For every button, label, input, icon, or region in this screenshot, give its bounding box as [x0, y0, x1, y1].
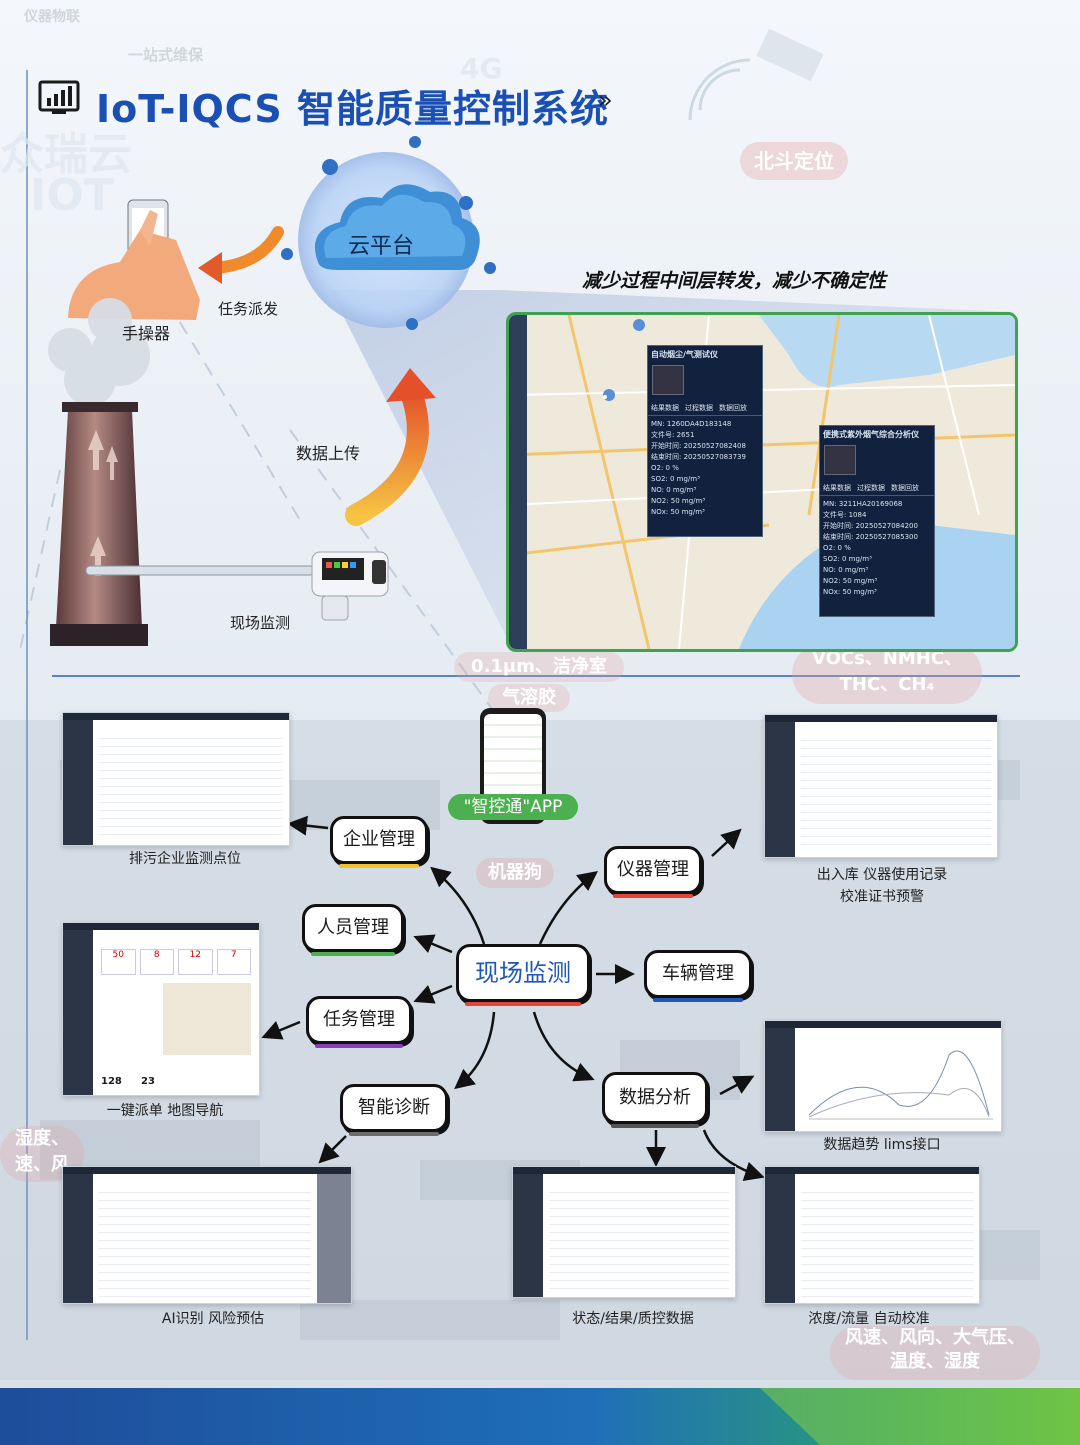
popup-title: 自动烟尘/气测试仪	[651, 350, 718, 359]
node-label: 人员管理	[317, 917, 389, 938]
trend-chart	[808, 1050, 993, 1120]
node-label: 仪器管理	[617, 859, 689, 880]
caption-task: 一键派单 地图导航	[106, 1103, 224, 1119]
bg-weather: 风速、风向、大气压、温度、湿度	[830, 1326, 1040, 1380]
node-label: 智能诊断	[358, 1097, 430, 1118]
device-thumb	[824, 445, 856, 475]
task-stat: 23	[141, 1076, 155, 1087]
popup-line: NOx: 50 mg/m³	[823, 588, 877, 596]
map-popup-2: 便携式紫外烟气综合分析仪 结果数据 过程数据 数据回放 MN: 3211HA20…	[819, 425, 935, 617]
task-map	[163, 983, 251, 1055]
popup-title: 便携式紫外烟气综合分析仪	[823, 430, 919, 439]
popup-tab[interactable]: 数据回放	[719, 404, 747, 412]
bg-brand: 众瑞云	[0, 129, 132, 180]
device-thumb	[652, 365, 684, 395]
handset-label: 手操器	[122, 324, 171, 343]
bg-weather-line2: 温度、湿度	[890, 1351, 980, 1372]
node-label: 任务管理	[323, 1009, 395, 1030]
enterprise-screenshot	[62, 712, 290, 846]
popup-tab[interactable]: 过程数据	[857, 484, 885, 492]
task-screenshot: 50 8 12 7 128 23	[62, 922, 260, 1096]
popup-tab[interactable]: 结果数据	[651, 404, 679, 412]
popup-line: SO2: 0 mg/m³	[823, 555, 872, 563]
task-stat: 50	[101, 949, 136, 975]
bg-voc: VOCs、NMHC、 THC、CH₄	[792, 644, 982, 704]
caption-ai: AI识别 风险预估	[161, 1311, 265, 1327]
node-task[interactable]: 任务管理	[306, 996, 412, 1048]
caption-trend: 数据趋势 lims接口	[823, 1137, 941, 1153]
popup-line: MN: 3211HA20169068	[823, 500, 903, 508]
caption-enterprise: 排污企业监测点位	[129, 851, 241, 867]
map-popup-1: 自动烟尘/气测试仪 结果数据 过程数据 数据回放 MN: 1260DA4D183…	[647, 345, 763, 537]
bg-4g: 4G	[460, 52, 503, 85]
node-enterprise[interactable]: 企业管理	[330, 816, 428, 868]
caption-status: 状态/结果/质控数据	[572, 1311, 694, 1327]
status-screenshot	[512, 1166, 736, 1298]
caption-instrument-2: 校准证书预警	[840, 889, 924, 905]
bg-humid-line1: 湿度、	[15, 1128, 69, 1149]
popup-line: NOx: 50 mg/m³	[651, 508, 705, 516]
popup-line: 结束时间: 20250527085300	[823, 533, 918, 541]
popup-line: NO2: 50 mg/m³	[823, 577, 878, 585]
bg-robot: 机器狗	[476, 858, 554, 888]
caption-instrument-1: 出入库 仪器使用记录	[816, 867, 948, 883]
popup-line: O2: 0 %	[651, 464, 679, 472]
center-node[interactable]: 现场监测	[456, 944, 590, 1006]
bg-iot: IOT	[30, 170, 114, 221]
popup-line: 结束时间: 20250527083739	[651, 453, 746, 461]
bg-voc-line1: VOCs、NMHC、	[811, 648, 963, 669]
node-analysis[interactable]: 数据分析	[602, 1072, 708, 1128]
task-dispatch-label: 任务派发	[218, 300, 279, 318]
chevron-right-icon: »	[598, 86, 613, 114]
map-screenshot: 自动烟尘/气测试仪 结果数据 过程数据 数据回放 MN: 1260DA4D183…	[506, 312, 1018, 652]
app-label: "智控通"APP	[448, 794, 578, 820]
ai-screenshot	[62, 1166, 352, 1304]
trend-screenshot	[764, 1020, 1002, 1132]
popup-tab[interactable]: 结果数据	[823, 484, 851, 492]
popup-line: NO2: 50 mg/m³	[651, 497, 706, 505]
node-label: 车辆管理	[662, 963, 734, 984]
node-personnel[interactable]: 人员管理	[302, 904, 404, 956]
node-instrument[interactable]: 仪器管理	[604, 846, 702, 898]
bg-beidou: 北斗定位	[740, 142, 848, 180]
task-stat: 8	[139, 949, 174, 975]
cloud-platform-label: 云平台	[348, 234, 415, 259]
caption-calib: 浓度/流量 自动校准	[808, 1311, 930, 1327]
node-label: 数据分析	[619, 1087, 691, 1108]
task-stat: 128	[101, 1076, 122, 1087]
popup-line: NO: 0 mg/m³	[823, 566, 869, 574]
node-diagnosis[interactable]: 智能诊断	[340, 1084, 448, 1136]
popup-line: MN: 1260DA4D183148	[651, 420, 732, 428]
task-stat: 12	[178, 949, 213, 975]
node-vehicle[interactable]: 车辆管理	[644, 950, 752, 1002]
instrument-screenshot	[764, 714, 998, 858]
bg-humid-line2: 速、风	[15, 1154, 69, 1175]
popup-line: 文件号: 1084	[823, 511, 867, 519]
bg-slogan: 一站式维保	[128, 46, 204, 64]
task-stat: 7	[216, 949, 251, 975]
node-label: 企业管理	[343, 829, 415, 850]
popup-tab[interactable]: 过程数据	[685, 404, 713, 412]
popup-tab[interactable]: 数据回放	[891, 484, 919, 492]
bg-voc-line2: THC、CH₄	[839, 674, 935, 695]
corner-text: 仪器物联	[24, 9, 80, 25]
popup-line: 文件号: 2651	[651, 431, 695, 439]
page-title: IoT-IQCS 智能质量控制系统	[96, 87, 609, 131]
popup-line: SO2: 0 mg/m³	[651, 475, 700, 483]
popup-line: 开始时间: 20250527082408	[651, 442, 746, 450]
data-upload-label: 数据上传	[296, 444, 361, 463]
bg-weather-line1: 风速、风向、大气压、	[845, 1327, 1025, 1348]
popup-line: NO: 0 mg/m³	[651, 486, 697, 494]
bg-particle: 0.1μm、洁净室	[454, 652, 624, 682]
center-node-label: 现场监测	[475, 959, 571, 987]
popup-line: O2: 0 %	[823, 544, 851, 552]
calib-screenshot	[764, 1166, 980, 1304]
site-monitor-label: 现场监测	[230, 614, 291, 632]
bg-aerosol: 气溶胶	[488, 684, 570, 712]
popup-line: 开始时间: 20250527084200	[823, 522, 918, 530]
tagline: 减少过程中间层转发，减少不确定性	[582, 270, 887, 292]
